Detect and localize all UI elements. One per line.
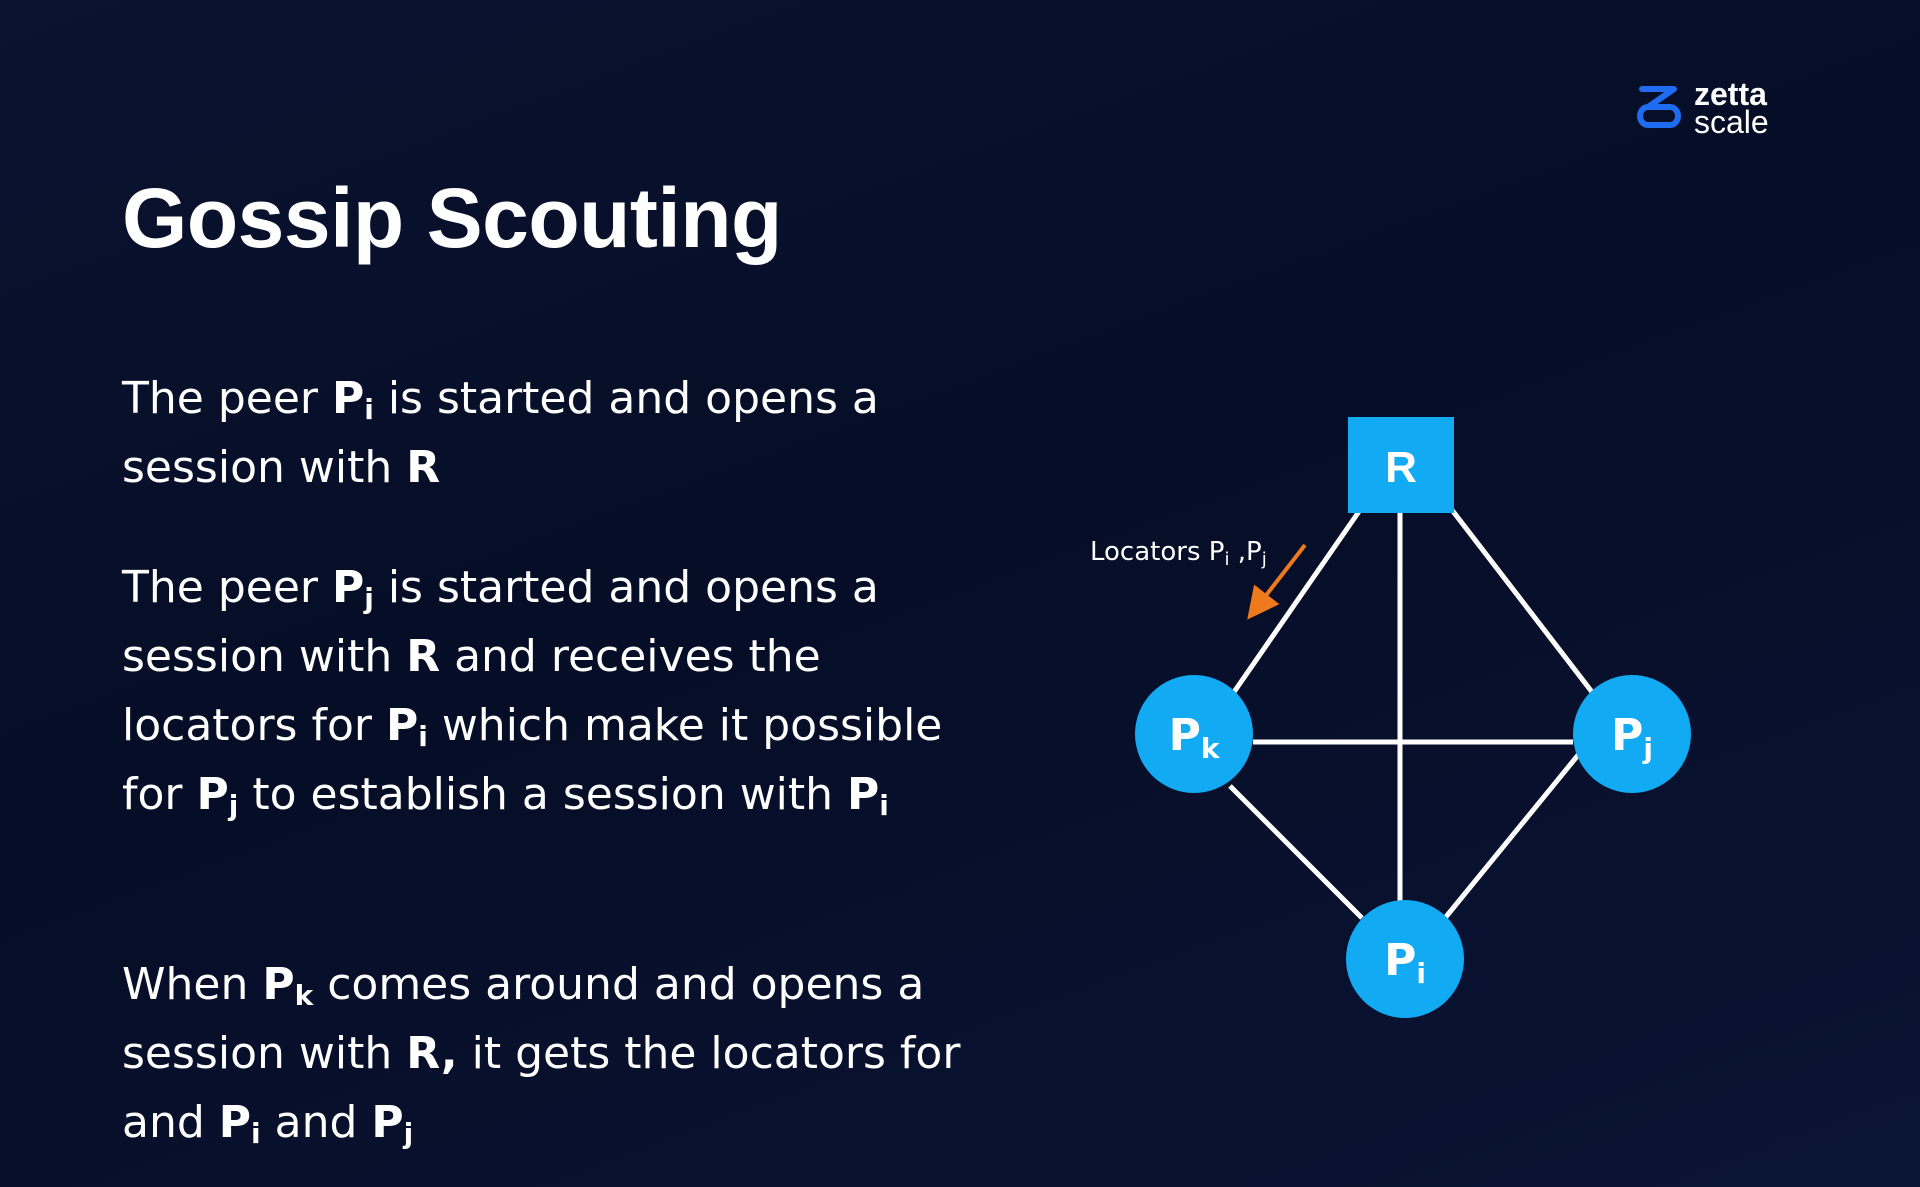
paragraph-3-segment: it gets the locators for and — [122, 1028, 961, 1148]
peer-pk-label: P — [1169, 710, 1201, 761]
locators-arrow — [1247, 543, 1307, 620]
paragraph-3-segment: j — [403, 1117, 414, 1150]
paragraph-2-segment: and receives the locators for — [122, 631, 821, 751]
edge-pj-pi — [1443, 736, 1594, 920]
paragraph-2-segment: j — [228, 789, 239, 822]
paragraph-2-segment: P — [331, 562, 365, 613]
edge-r-pk — [1231, 508, 1363, 694]
paragraph-3-segment: k — [294, 979, 314, 1012]
logo-line-1: zetta — [1694, 76, 1767, 112]
paragraph-2-segment: is started and opens a session with — [122, 562, 879, 682]
peer-pj-label: P — [1611, 710, 1643, 761]
paragraph-1-segment: P — [331, 373, 365, 424]
zettascale-logo-icon — [1637, 86, 1681, 128]
paragraph-1: The peer Pi is started and opens a sessi… — [122, 364, 1002, 502]
paragraph-1-segment: R — [406, 442, 441, 493]
paragraph-2-segment: P — [847, 769, 880, 820]
peer-pj-sub: j — [1642, 732, 1653, 765]
paragraph-2-segment: P — [385, 700, 419, 751]
paragraph-1-segment: The peer — [122, 373, 332, 424]
logo-wordmark: zetta scale — [1694, 76, 1769, 140]
paragraph-2-segment: R — [406, 631, 441, 682]
peer-pi-label: P — [1384, 935, 1416, 986]
logo-line-2: scale — [1694, 104, 1769, 140]
paragraph-2-segment: The peer — [122, 562, 332, 613]
paragraph-2-segment: P — [196, 769, 229, 820]
peer-node-pj: Pj — [1573, 675, 1691, 793]
peer-pk-sub: k — [1201, 732, 1221, 765]
paragraph-3-segment: P — [371, 1097, 404, 1148]
paragraph-2-segment: j — [364, 582, 374, 615]
router-box — [1348, 417, 1454, 513]
paragraph-3-segment: P — [262, 959, 295, 1010]
paragraph-3-segment: P — [218, 1097, 252, 1148]
peer-pi-sub: i — [1416, 957, 1426, 990]
svg-text:Pk: Pk — [1169, 710, 1221, 765]
paragraph-2-segment: to establish a session with — [238, 769, 848, 820]
zettascale-logo: zetta scale — [1634, 76, 1769, 140]
edge-pk-pi — [1228, 784, 1364, 920]
paragraph-3-segment: comes around and opens a session with — [122, 959, 925, 1079]
paragraph-2-segment: i — [418, 720, 428, 753]
paragraph-1-segment: i — [364, 393, 374, 426]
paragraph-1-segment: is started and opens a session with — [122, 373, 879, 493]
edge-r-pj — [1450, 508, 1594, 694]
router-label: R — [1385, 443, 1417, 492]
peer-node-pk: Pk — [1135, 675, 1253, 793]
paragraph-3: When Pk comes around and opens a session… — [122, 950, 1002, 1157]
locators-label: Locators Pi ,Pj — [1090, 537, 1267, 570]
paragraph-2-segment: i — [879, 789, 889, 822]
paragraph-3-segment: When — [122, 959, 263, 1010]
peer-node-pi: Pi — [1346, 900, 1464, 1018]
edges — [1228, 508, 1594, 920]
router-node: R — [1348, 417, 1454, 513]
paragraph-3-segment: i — [251, 1117, 261, 1150]
locators-annotation: Locators Pi ,Pj — [1090, 537, 1307, 620]
svg-text:Pi: Pi — [1384, 935, 1426, 990]
paragraph-3-segment: R, — [406, 1028, 458, 1079]
paragraph-2: The peer Pj is started and opens a sessi… — [122, 553, 1002, 829]
slide-title: Gossip Scouting — [122, 171, 782, 265]
paragraph-2-segment: which make it possible for — [122, 700, 943, 820]
svg-text:Pj: Pj — [1611, 710, 1653, 765]
paragraph-3-segment: and — [260, 1097, 372, 1148]
